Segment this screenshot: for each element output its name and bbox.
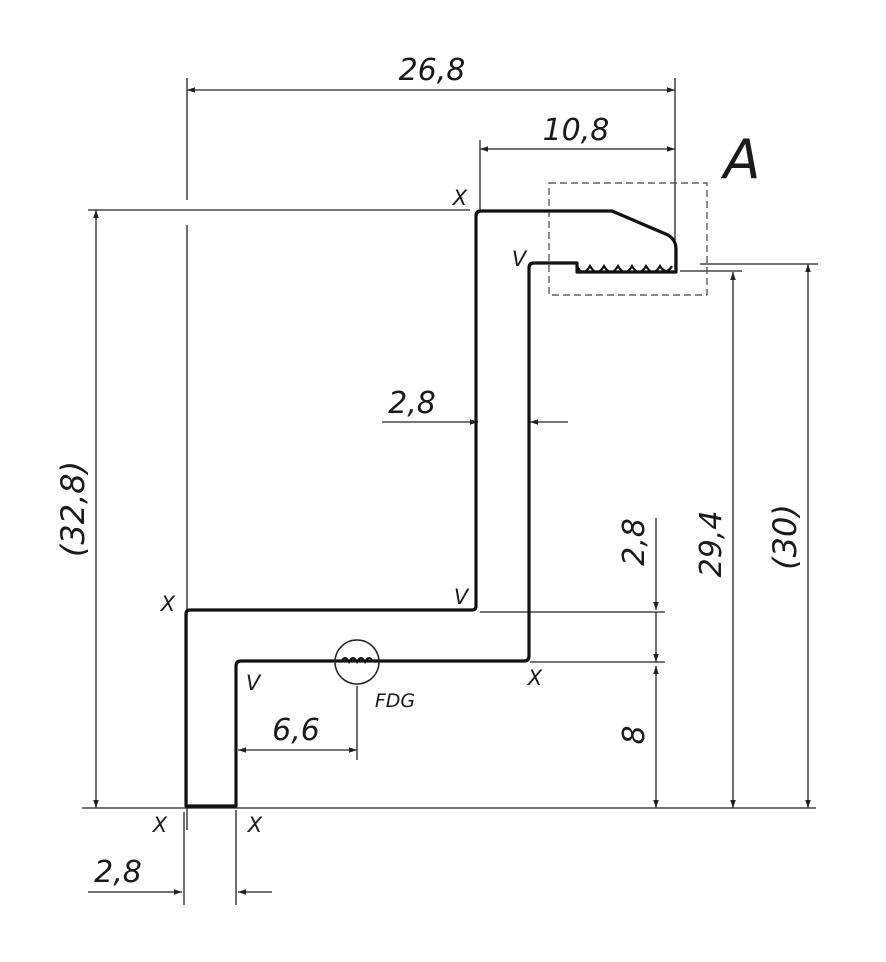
dim-step-height: 8 (617, 725, 652, 744)
mark-x-bottom-right: X (247, 813, 263, 837)
detail-box-a (548, 182, 708, 296)
mark-v-inner: V (246, 671, 262, 695)
labels: A FDG X V X V V X X X (152, 128, 761, 837)
mark-v-top: V (512, 247, 528, 271)
mark-v-mid: V (454, 585, 470, 609)
detail-label-a: A (721, 128, 761, 191)
mark-x-step: X (527, 666, 543, 690)
dim-inner-height: 29,4 (694, 511, 729, 578)
mark-x-bottom-left: X (152, 813, 168, 837)
dimension-texts: 26,8 10,8 2,8 (32,8) 29,4 (30) 2,8 8 6,6… (54, 53, 804, 890)
extension-lines (82, 78, 818, 905)
dim-right-height: (30) (766, 504, 804, 570)
mark-x-left-corner: X (160, 592, 176, 616)
dimension-lines (88, 87, 811, 895)
dim-wall-thickness: 2,8 (388, 386, 436, 421)
mark-x-top: X (452, 186, 468, 210)
serration (576, 263, 673, 274)
dim-base-thickness: 2,8 (94, 855, 142, 890)
dim-step-thickness: 2,8 (617, 518, 652, 566)
profile-outline (184, 209, 678, 808)
fdg-label: FDG (375, 690, 415, 712)
dim-top-width: 10,8 (543, 113, 610, 148)
dim-fdg-offset: 6,6 (272, 713, 320, 748)
dim-total-width: 26,8 (399, 53, 466, 88)
dim-overall-height: (32,8) (54, 461, 92, 557)
fdg-symbol (334, 639, 380, 685)
